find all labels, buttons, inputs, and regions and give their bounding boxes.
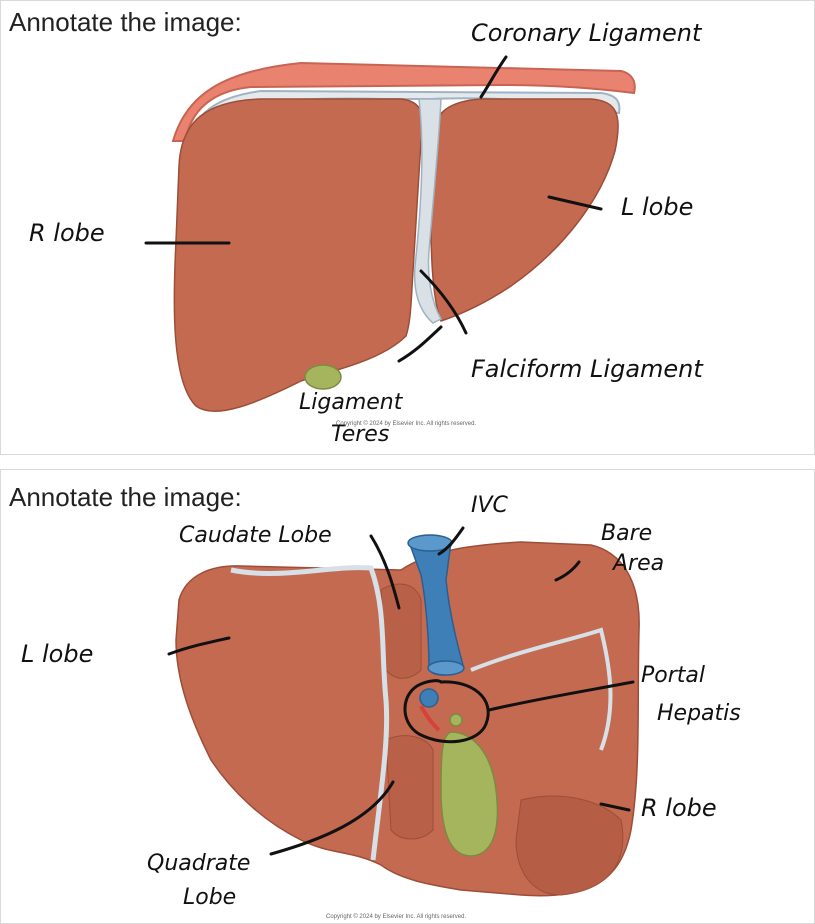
coronary-label: Coronary Ligament <box>471 19 703 47</box>
coronary-pointer <box>479 55 508 99</box>
porta-hepatis-label-line1: Portal <box>641 663 705 688</box>
copyright-text: Copyright © 2024 by Elsevier Inc. All ri… <box>326 913 466 920</box>
hepatic-artery <box>419 705 441 732</box>
caudate-lobe <box>380 583 422 679</box>
falciform-pointer <box>419 269 468 335</box>
porta-hepatis-circle <box>403 679 490 744</box>
quadrate-label-line2: Lobe <box>183 885 236 910</box>
caudate-label: Caudate Lobe <box>179 523 332 548</box>
caudate-pointer <box>369 534 401 610</box>
teres-label-line1: Ligament <box>299 390 404 415</box>
teres-label-line2: Teres <box>331 422 389 447</box>
l-lobe-label: L lobe <box>621 193 693 221</box>
gallbladder <box>304 364 342 390</box>
l-lobe-label: L lobe <box>21 640 93 668</box>
quadrate-lobe <box>385 735 434 840</box>
ligament-fissure <box>470 627 613 751</box>
copyright-text: Copyright © 2024 by Elsevier Inc. All ri… <box>336 420 476 427</box>
r-lobe-pointer <box>599 802 631 812</box>
falciform-label: Falciform Ligament <box>471 355 704 383</box>
right-lobe-bulge <box>515 795 624 896</box>
falciform-ligament <box>413 98 443 324</box>
ligament-fissure <box>230 565 390 861</box>
ivc-opening <box>427 660 465 676</box>
teres-pointer <box>397 325 443 363</box>
right-lobe <box>173 98 424 412</box>
ivc-pointer <box>437 526 465 556</box>
diaphragm <box>171 61 636 142</box>
panel-title: Annotate the image: <box>9 482 242 512</box>
quadrate-pointer <box>269 780 395 856</box>
bile-duct <box>449 713 463 727</box>
bare-area-label-line1: Bare <box>601 521 652 546</box>
quadrate-label-line1: Quadrate <box>147 851 250 876</box>
liver-visceral-illustration: IVC Caudate Lobe Bare Area L lobe Portal… <box>21 493 741 920</box>
l-lobe-pointer <box>167 636 231 656</box>
portal-vein <box>419 688 439 708</box>
bare-area-pointer <box>554 560 581 582</box>
l-lobe-pointer <box>547 195 603 211</box>
porta-hepatis-label-line2: Hepatis <box>657 701 741 726</box>
gallbladder <box>440 731 499 857</box>
bare-area-label-line2: Area <box>611 551 664 576</box>
porta-hepatis-pointer <box>487 680 635 712</box>
liver-anterior-illustration: Coronary Ligament R lobe L lobe Falcifor… <box>29 19 704 447</box>
top-panel: Annotate the image: Coronary Ligament R … <box>0 0 815 455</box>
left-lobe <box>430 98 619 322</box>
panel-title: Annotate the image: <box>9 7 242 37</box>
r-lobe-label: R lobe <box>29 219 105 247</box>
ivc-label: IVC <box>471 493 509 518</box>
r-lobe-label: R lobe <box>641 794 717 822</box>
bottom-panel: Annotate the image: IVC Caudate Lobe <box>0 469 815 924</box>
